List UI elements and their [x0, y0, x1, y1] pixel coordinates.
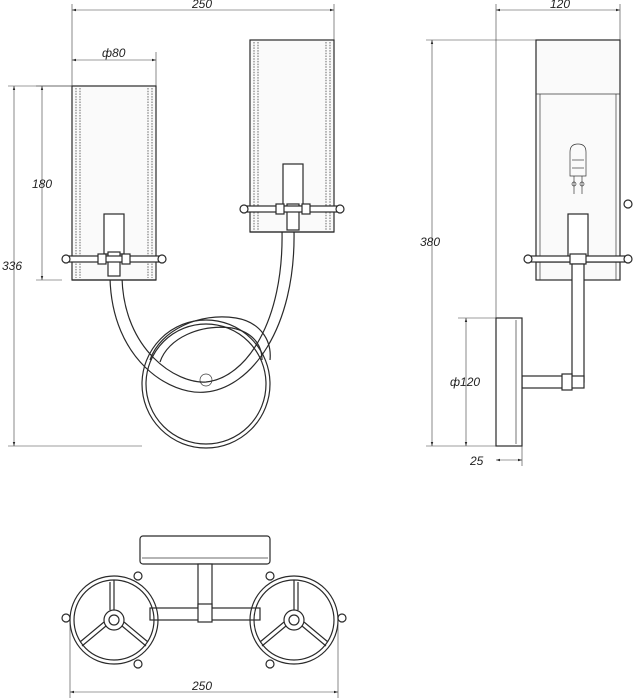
dim-shade-diameter: ф80: [102, 46, 126, 60]
top-backplate: [139, 535, 271, 565]
top-view: 250: [61, 535, 347, 698]
side-stem: [571, 263, 585, 383]
side-bulb: [569, 143, 587, 194]
top-left-shade: [61, 571, 159, 669]
top-right-shade: [249, 571, 347, 669]
front-arm: [109, 229, 295, 393]
dim-side-depth: 120: [550, 0, 570, 11]
front-right-socket: [282, 163, 304, 207]
front-view: 250 ф80 180 336: [2, 0, 345, 449]
front-right-shade: [239, 39, 345, 233]
side-view: 120 380 ф120 25: [420, 0, 633, 468]
dim-total-height: 336: [2, 259, 22, 273]
side-socket: [567, 213, 589, 259]
dim-shade-height: 180: [32, 177, 52, 191]
dim-backplate-thickness: 25: [469, 454, 484, 468]
side-backplate: [495, 317, 523, 447]
dim-top-width: 250: [191, 679, 212, 693]
side-arm: [521, 375, 585, 389]
dim-front-width: 250: [191, 0, 212, 11]
front-left-shade: [61, 85, 167, 281]
front-backplate: [141, 319, 271, 449]
dim-backplate-diameter: ф120: [450, 375, 480, 389]
front-left-socket: [103, 213, 125, 255]
dim-side-height: 380: [420, 235, 440, 249]
